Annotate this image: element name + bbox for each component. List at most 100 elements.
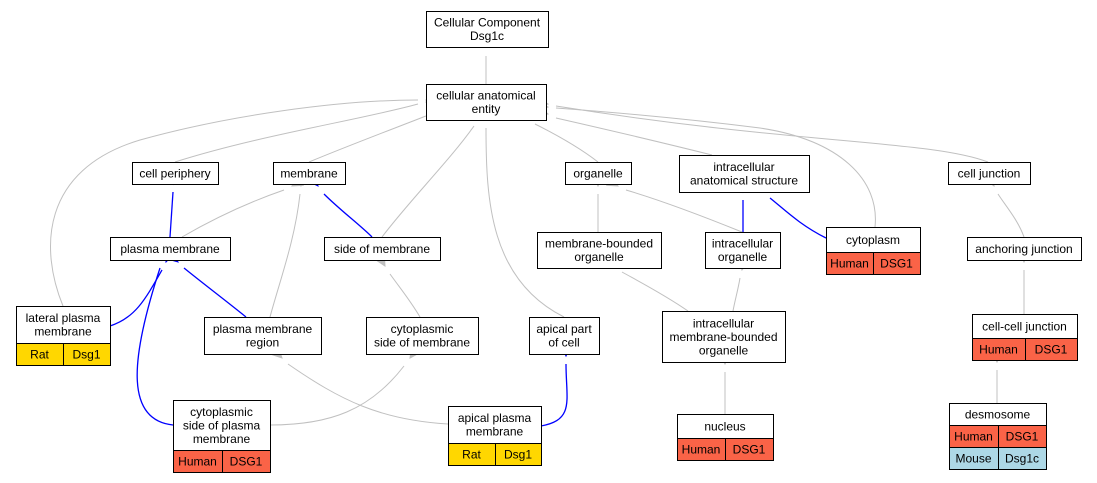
node-label: membrane-bounded — [545, 237, 653, 251]
edge-cspm-to-csom — [269, 346, 421, 426]
node-label: entity — [472, 102, 501, 116]
node-box — [537, 232, 662, 269]
node-box — [366, 317, 479, 355]
edge-ccj-to-aj — [1018, 251, 1030, 314]
node-label: organelle — [718, 250, 768, 264]
species-cell-rat — [63, 343, 111, 366]
edge-line — [621, 271, 689, 312]
species-cell-label: Dsg1 — [504, 448, 532, 462]
node-box — [426, 11, 549, 48]
edge-line — [174, 103, 419, 163]
edge-line — [555, 117, 713, 156]
node-pm[interactable]: plasma membrane — [110, 237, 231, 261]
edge-line — [181, 189, 285, 238]
edge-cp-to-cae — [174, 93, 438, 163]
edge-line — [555, 107, 876, 228]
node-label: membrane — [280, 166, 338, 180]
node-som[interactable]: side of membrane — [324, 237, 441, 261]
species-cell-label: DSG1 — [230, 455, 263, 469]
species-cell-human — [1025, 338, 1078, 361]
edge-line — [732, 277, 741, 312]
species-cell-mouse — [998, 447, 1047, 470]
node-label: membrane — [466, 425, 524, 439]
species-cell-rat — [495, 443, 542, 466]
edge-apc-to-cae — [480, 109, 565, 318]
node-mem[interactable]: membrane — [273, 162, 346, 185]
edge-line — [555, 105, 989, 163]
edge-line — [308, 115, 427, 163]
node-box — [948, 162, 1031, 185]
node-box — [679, 155, 810, 193]
edge-line — [323, 193, 373, 238]
node-box — [426, 84, 547, 121]
node-box — [204, 317, 322, 355]
node-label: Dsg1c — [470, 29, 504, 43]
edge-pm-to-mem — [181, 175, 304, 238]
node-label: membrane — [193, 432, 251, 446]
edge-csom-to-som — [374, 254, 421, 318]
node-box — [529, 317, 600, 355]
edge-line — [109, 269, 163, 327]
edge-line — [269, 365, 405, 426]
node-label: lateral plasma — [26, 311, 101, 325]
node-label: cell-cell junction — [982, 319, 1067, 333]
node-box — [110, 237, 231, 261]
edge-som-to-cae — [381, 108, 487, 238]
edge-line — [169, 191, 174, 238]
node-label: anatomical structure — [690, 174, 798, 188]
node-label: organelle — [699, 343, 749, 357]
edge-lpm-to-pm — [109, 249, 176, 327]
node-label: side of membrane — [374, 336, 470, 350]
node-label: plasma membrane — [213, 322, 313, 336]
species-cell-label: Rat — [30, 348, 49, 362]
species-cell-label: Dsg1c — [1005, 452, 1039, 466]
node-label: apical plasma — [458, 411, 532, 425]
species-cell-label: DSG1 — [880, 257, 913, 271]
node-label: membrane — [34, 325, 92, 339]
node-label: desmosome — [965, 407, 1031, 421]
node-cj[interactable]: cell junction — [948, 162, 1031, 185]
node-label: cytoplasm — [846, 233, 900, 247]
node-box — [705, 232, 781, 269]
node-label: plasma membrane — [120, 242, 220, 256]
species-cell-label: Human — [178, 455, 217, 469]
node-label: of cell — [548, 336, 579, 350]
edge-line — [50, 99, 419, 307]
species-cell-human — [873, 252, 921, 275]
node-label: apical part — [536, 322, 592, 336]
node-org[interactable]: organelle — [565, 162, 632, 185]
species-cell-human — [222, 450, 271, 473]
node-aj[interactable]: anchoring junction — [967, 237, 1082, 261]
node-label: side of membrane — [334, 242, 430, 256]
edge-lpm-to-cae — [50, 94, 437, 307]
species-cell-label: Human — [979, 343, 1018, 357]
node-box — [967, 237, 1082, 261]
edge-line — [381, 125, 475, 238]
node-label: region — [246, 336, 279, 350]
node-box — [16, 306, 111, 344]
edge-line — [287, 363, 449, 425]
edge-apm-to-pmr — [270, 346, 449, 425]
node-label: anchoring junction — [975, 242, 1072, 256]
edge-line — [485, 127, 565, 318]
species-cell-human — [725, 438, 774, 461]
node-cp[interactable]: cell periphery — [132, 162, 219, 185]
node-box — [448, 406, 542, 444]
